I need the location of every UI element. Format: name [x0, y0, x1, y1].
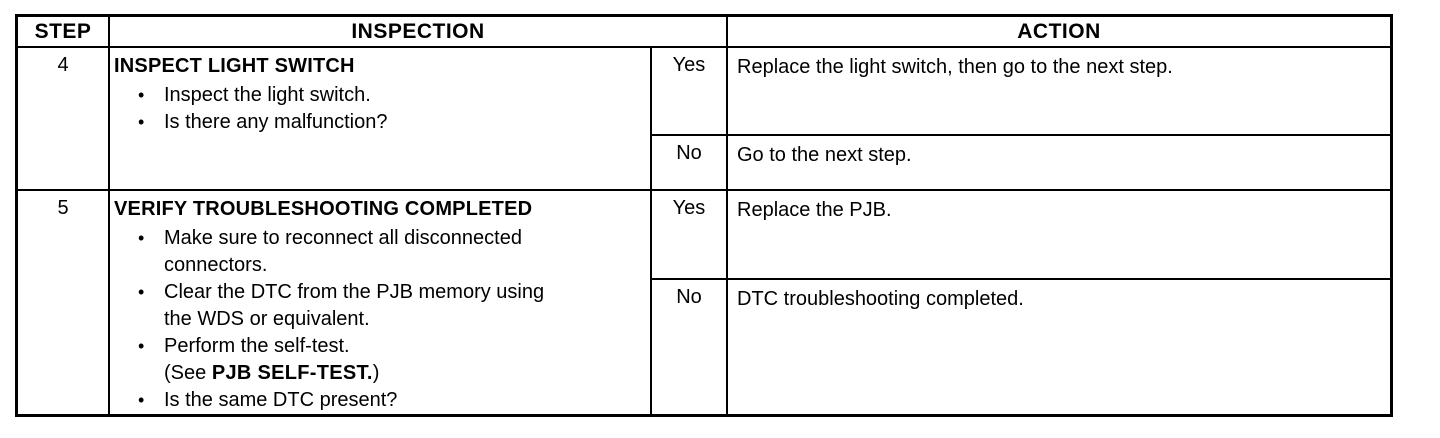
inspection-title: VERIFY TROUBLESHOOTING COMPLETED	[114, 198, 533, 220]
table-header-row: STEP INSPECTION ACTION	[18, 17, 1390, 49]
header-inspection: INSPECTION	[110, 17, 728, 47]
bullet-text: connectors.	[164, 254, 268, 276]
action-cell: Replace the PJB.	[737, 199, 892, 221]
step-number-cell: 5	[18, 191, 110, 414]
bullet-text: Clear the DTC from the PJB memory using	[164, 281, 545, 303]
bullet-icon: •	[138, 336, 145, 356]
decision-cell: Yes Replace the light switch, then go to…	[652, 48, 1390, 189]
bullet-text: Make sure to reconnect all disconnected	[164, 227, 522, 249]
bullet-item: • Perform the self-test. (See PJB SELF-T…	[114, 333, 644, 387]
answer-cell-yes: Yes	[652, 48, 728, 135]
step-number-cell: 4	[18, 48, 110, 189]
action-cell: DTC troubleshooting completed.	[737, 288, 1024, 310]
troubleshooting-table: STEP INSPECTION ACTION 4 INSPECT LIGHT S…	[15, 14, 1393, 417]
inspection-title: INSPECT LIGHT SWITCH	[114, 55, 355, 78]
bullet-item: • Is the same DTC present?	[114, 387, 644, 414]
bullet-icon: •	[138, 85, 145, 106]
branch-no: No DTC troubleshooting completed.	[652, 280, 1390, 414]
bullet-icon: •	[138, 112, 145, 133]
answer-cell-no: No	[652, 280, 728, 414]
bullet-text: the WDS or equivalent.	[164, 308, 370, 330]
action-cell: Go to the next step.	[737, 144, 912, 167]
bullet-icon: •	[138, 390, 145, 410]
bullet-text: Inspect the light switch.	[164, 84, 371, 107]
answer-cell-yes: Yes	[652, 191, 728, 278]
header-step: STEP	[18, 17, 110, 47]
bullet-text: Perform the self-test.	[164, 335, 350, 357]
see-reference-label: PJB SELF-TEST.	[211, 362, 373, 384]
bullet-item: • Is there any malfunction?	[114, 109, 644, 136]
bullet-item: • Clear the DTC from the PJB memory usin…	[114, 279, 644, 333]
branch-yes: Yes Replace the PJB.	[652, 191, 1390, 280]
branch-yes: Yes Replace the light switch, then go to…	[652, 48, 1390, 137]
action-cell: Replace the light switch, then go to the…	[737, 56, 1173, 79]
branch-no: No Go to the next step.	[652, 136, 1390, 189]
bullet-item: • Inspect the light switch.	[114, 82, 644, 109]
bullet-text: Is there any malfunction?	[164, 111, 388, 134]
see-prefix: (See	[164, 362, 212, 384]
see-suffix: )	[372, 362, 380, 384]
decision-cell: Yes Replace the PJB. No DTC troubleshoot…	[652, 191, 1390, 414]
table-row-step-5: 5 VERIFY TROUBLESHOOTING COMPLETED • Mak…	[18, 191, 1390, 414]
table-row-step-4: 4 INSPECT LIGHT SWITCH • Inspect the lig…	[18, 48, 1390, 191]
bullet-item: • Make sure to reconnect all disconnecte…	[114, 225, 644, 279]
header-action: ACTION	[1017, 19, 1101, 43]
bullet-icon: •	[138, 228, 145, 248]
answer-cell-no: No	[652, 136, 728, 189]
bullet-text: Is the same DTC present?	[164, 389, 398, 411]
see-reference: (See PJB SELF-TEST.)	[164, 360, 379, 387]
inspection-cell: INSPECT LIGHT SWITCH • Inspect the light…	[110, 48, 652, 189]
inspection-cell: VERIFY TROUBLESHOOTING COMPLETED • Make …	[110, 191, 652, 414]
bullet-icon: •	[138, 282, 145, 302]
